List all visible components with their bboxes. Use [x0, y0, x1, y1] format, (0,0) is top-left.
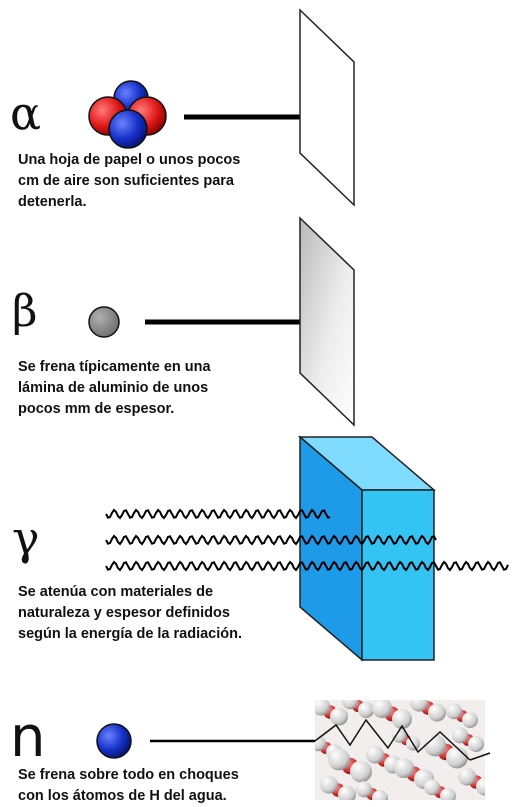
hydrogen-atom — [320, 775, 338, 794]
hydrogen-atom — [372, 700, 392, 718]
caption-line: naturaleza y espesor definidos — [18, 605, 230, 621]
caption-line: pocos mm de espesor. — [18, 401, 175, 417]
neutron-particle-icon — [96, 723, 132, 759]
caption-line: lámina de aluminio de unos — [18, 380, 209, 396]
hydrogen-atom — [356, 781, 372, 798]
caption-line: con los átomos de H del agua. — [18, 788, 227, 804]
caption-line: Se atenúa con materiales de — [18, 584, 214, 600]
hydrogen-atom — [410, 700, 428, 712]
hydrogen-atom — [476, 777, 485, 796]
hydrogen-atom — [446, 703, 462, 720]
caption-line: según la energía de la radiación. — [18, 626, 243, 642]
beta-particle-icon — [88, 306, 120, 338]
hydrogen-atom — [315, 735, 326, 752]
hydrogen-atom — [428, 703, 446, 722]
caption-line: Una hoja de papel o unos pocos — [18, 152, 241, 168]
caption-line: Se frena típicamente en una — [18, 359, 211, 375]
shielding-block — [297, 435, 437, 662]
hydrogen-atom — [468, 736, 484, 752]
neutron-symbol: n — [10, 705, 46, 770]
caption-line: detenerla. — [18, 194, 87, 210]
alpha-symbol: α — [10, 86, 42, 140]
paper-sheet — [299, 8, 355, 207]
gamma-wave-icon — [105, 508, 509, 572]
beta-symbol: β — [12, 286, 38, 337]
hydrogen-atom — [424, 779, 440, 796]
caption-line: cm de aire son suficientes para — [18, 173, 234, 189]
alpha-particle-icon — [88, 80, 167, 149]
hydrogen-atom — [315, 700, 330, 716]
hydrogen-atom — [350, 760, 372, 783]
aluminium-sheet — [299, 216, 355, 427]
hydrogen-atom — [328, 748, 350, 771]
hydrogen-atom — [424, 734, 446, 757]
hydrogen-atom — [446, 746, 468, 769]
hydrogen-atom — [462, 712, 478, 728]
hydrogen-atom — [392, 709, 412, 729]
hydrogen-atom — [366, 745, 384, 764]
hydrogen-atom — [372, 790, 388, 800]
hydrogen-atom — [458, 767, 476, 786]
hydrogen-atom — [330, 707, 348, 726]
gamma-symbol: γ — [12, 511, 40, 565]
alpha-caption: Una hoja de papel o unos pocos cm de air… — [18, 150, 298, 213]
hydrogen-atom — [358, 702, 374, 718]
beta-caption: Se frena típicamente en una lámina de al… — [18, 357, 298, 420]
hydrogen-atom — [338, 785, 356, 800]
caption-line: Se frena sobre todo en choques — [18, 767, 239, 783]
hydrogen-atom — [394, 758, 414, 778]
hydrogen-atom — [342, 700, 358, 710]
neutron-exit-path — [469, 752, 491, 761]
water-molecules — [315, 700, 485, 800]
hydrogen-atom — [440, 788, 456, 800]
hydrogen-atom — [392, 728, 406, 743]
gamma-caption: Se atenúa con materiales de naturaleza y… — [18, 582, 318, 645]
hydrogen-atom — [452, 727, 468, 744]
neutron-caption: Se frena sobre todo en choques con los á… — [18, 765, 298, 807]
